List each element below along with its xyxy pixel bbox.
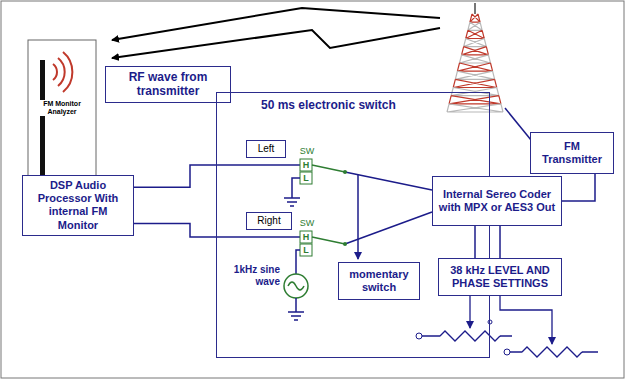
node-text: 50 ms electronic switch	[261, 98, 396, 112]
node-text: momentary switch	[343, 268, 415, 294]
node-text: Internal Sereo Coder with MPX or AES3 Ou…	[437, 188, 557, 214]
node-text: RF wave from transmitter	[110, 70, 226, 99]
switch-label: SW	[299, 218, 315, 228]
transmitter-box: FM Transmitter	[530, 132, 614, 174]
rf-wave-arrows	[112, 8, 440, 58]
tower-illustration	[447, 3, 503, 112]
node-text: DSP Audio Processor With internal FM Mon…	[27, 179, 129, 232]
channel-box: Right	[246, 212, 292, 230]
node-text: 38 kHz LEVEL AND PHASE SETTINGS	[443, 264, 557, 290]
node-text: FM Transmitter	[535, 140, 609, 166]
signal-wire	[134, 165, 216, 187]
contact-label: H	[300, 159, 312, 171]
rf-wave-box: RF wave from transmitter	[105, 66, 231, 103]
antenna-feed-wire	[505, 108, 531, 140]
signal-wire	[562, 174, 595, 201]
node-text: Right	[257, 215, 280, 227]
signal-wire	[499, 226, 501, 258]
signal-wire	[134, 224, 216, 237]
signal-wire	[474, 226, 476, 258]
processor-box: DSP Audio Processor With internal FM Mon…	[22, 175, 134, 236]
switch-label: SW	[299, 146, 315, 156]
coder-box: Internal Sereo Coder with MPX or AES3 Ou…	[432, 176, 562, 226]
switch-box: momentary switch	[338, 262, 420, 300]
potentiometer-symbols	[416, 296, 598, 357]
device-label: FM Monitor Analyzer	[30, 100, 94, 116]
monitor-illustration	[28, 40, 96, 192]
switch-wiring	[216, 159, 432, 320]
node-text: Left	[258, 143, 275, 155]
contact-label: H	[300, 231, 312, 243]
contact-label: L	[300, 244, 312, 256]
settings-box: 38 kHz LEVEL AND PHASE SETTINGS	[438, 258, 562, 296]
channel-box: Left	[246, 140, 286, 158]
contact-label: L	[300, 172, 312, 184]
source-label: 1kHz sine wave	[226, 264, 280, 287]
